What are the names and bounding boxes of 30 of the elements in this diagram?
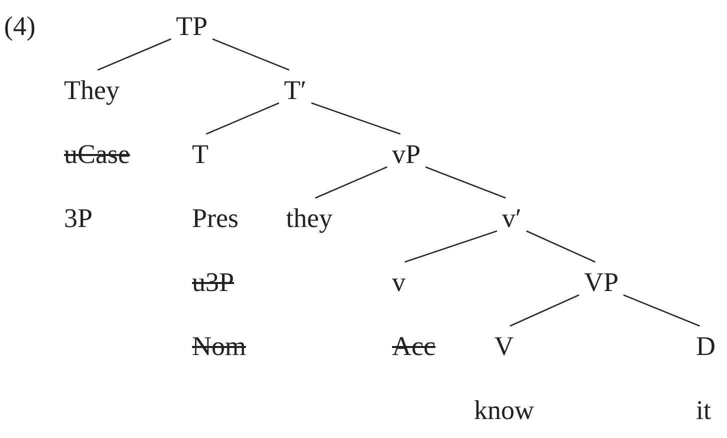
category-label: T′ (284, 75, 306, 105)
tree-branch (97, 38, 172, 71)
category-label: They (64, 75, 120, 105)
category-label: v (392, 267, 406, 297)
tree-branch (212, 38, 290, 71)
checked-feature-label: Acc (392, 331, 436, 361)
category-label: VP (584, 267, 619, 297)
checked-feature-label: uCase (64, 139, 130, 169)
category-label: TP (176, 11, 208, 41)
category-label: V (493, 331, 515, 361)
tree-branch (623, 294, 700, 327)
feature-label: 3P (64, 203, 94, 233)
feature-label: Pres (192, 203, 240, 233)
checked-feature-label: Nom (192, 331, 246, 361)
category-label: D (696, 331, 716, 361)
category-label: v′ (502, 203, 522, 233)
tree-branch (311, 102, 400, 135)
tree-branch (404, 230, 498, 263)
tree-branch (315, 166, 388, 199)
tree-branch (206, 102, 280, 135)
category-label: they (286, 203, 332, 233)
tree-branch (425, 166, 506, 199)
feature-label: know (474, 395, 534, 425)
checked-feature-label: u3P (192, 267, 236, 297)
tree-branch (510, 294, 580, 327)
category-label: vP (392, 139, 421, 169)
feature-label: it (696, 395, 712, 425)
example-number: (4) (4, 11, 36, 41)
tree-branch (526, 230, 596, 263)
category-label: T (192, 139, 210, 169)
